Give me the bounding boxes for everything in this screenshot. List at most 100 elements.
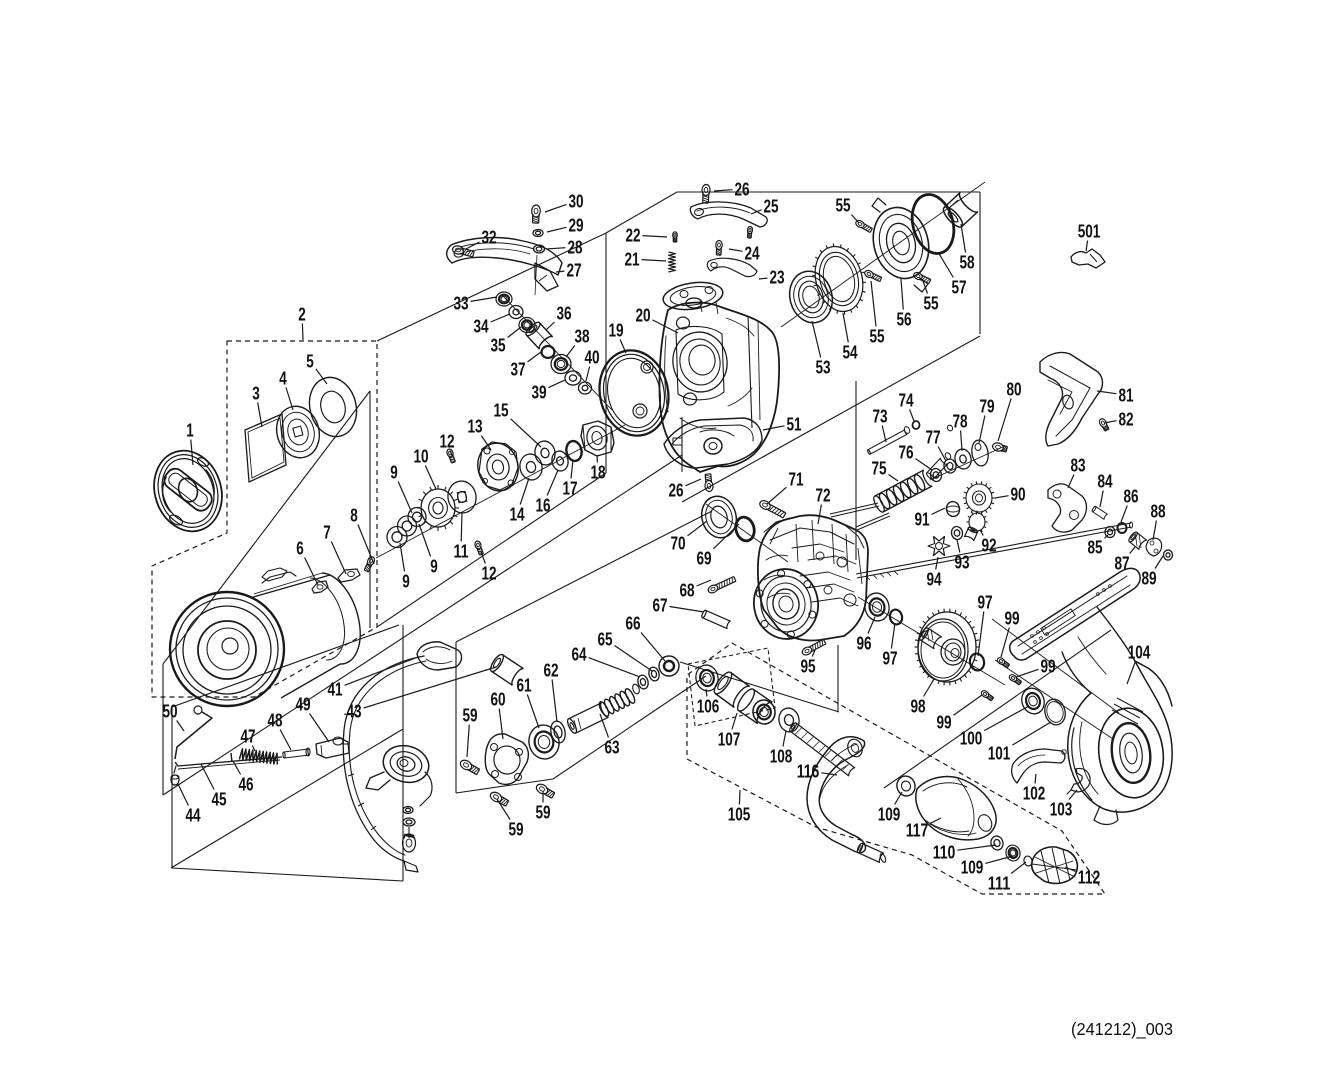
svg-text:18: 18 <box>590 462 605 483</box>
svg-text:59: 59 <box>508 819 523 840</box>
svg-text:104: 104 <box>1128 642 1151 663</box>
svg-text:64: 64 <box>571 644 587 665</box>
svg-text:112: 112 <box>1078 867 1101 888</box>
svg-text:54: 54 <box>842 342 858 363</box>
svg-text:24: 24 <box>744 243 760 264</box>
svg-text:10: 10 <box>413 446 428 467</box>
svg-text:88: 88 <box>1150 501 1165 522</box>
svg-text:51: 51 <box>786 414 801 435</box>
svg-text:111: 111 <box>988 873 1011 894</box>
svg-text:92: 92 <box>981 535 996 556</box>
svg-text:27: 27 <box>566 260 581 281</box>
svg-text:75: 75 <box>871 458 886 479</box>
svg-text:97: 97 <box>882 648 897 669</box>
svg-text:100: 100 <box>960 728 983 749</box>
svg-text:76: 76 <box>898 442 913 463</box>
svg-text:30: 30 <box>568 191 583 212</box>
svg-text:68: 68 <box>679 580 694 601</box>
svg-text:61: 61 <box>516 675 531 696</box>
svg-text:83: 83 <box>1070 455 1085 476</box>
svg-text:44: 44 <box>185 805 201 826</box>
svg-text:56: 56 <box>896 309 911 330</box>
svg-text:4: 4 <box>279 368 287 389</box>
svg-text:50: 50 <box>162 701 177 722</box>
svg-text:70: 70 <box>670 533 685 554</box>
svg-text:80: 80 <box>1006 379 1021 400</box>
svg-text:67: 67 <box>652 595 667 616</box>
svg-text:53: 53 <box>815 357 830 378</box>
svg-text:63: 63 <box>604 737 619 758</box>
svg-text:101: 101 <box>988 743 1011 764</box>
svg-text:15: 15 <box>493 400 508 421</box>
svg-text:72: 72 <box>815 485 830 506</box>
svg-text:17: 17 <box>562 478 577 499</box>
svg-text:103: 103 <box>1050 799 1073 820</box>
svg-text:47: 47 <box>240 726 255 747</box>
svg-text:59: 59 <box>535 802 550 823</box>
svg-text:109: 109 <box>878 804 901 825</box>
svg-text:99: 99 <box>936 712 951 733</box>
svg-text:48: 48 <box>267 710 282 731</box>
svg-text:97: 97 <box>977 592 992 613</box>
svg-text:86: 86 <box>1123 486 1138 507</box>
svg-text:87: 87 <box>1114 553 1129 574</box>
svg-text:57: 57 <box>951 277 966 298</box>
svg-text:96: 96 <box>856 633 871 654</box>
svg-text:55: 55 <box>835 195 850 216</box>
svg-text:71: 71 <box>788 469 803 490</box>
svg-text:82: 82 <box>1118 409 1133 430</box>
svg-text:41: 41 <box>327 679 342 700</box>
svg-text:55: 55 <box>923 293 938 314</box>
svg-text:117: 117 <box>906 820 929 841</box>
svg-text:16: 16 <box>535 495 550 516</box>
svg-text:6: 6 <box>296 538 304 559</box>
svg-text:116: 116 <box>797 761 820 782</box>
svg-text:501: 501 <box>1078 221 1101 242</box>
svg-text:28: 28 <box>567 237 582 258</box>
svg-text:74: 74 <box>898 390 914 411</box>
svg-text:110: 110 <box>933 842 956 863</box>
svg-text:66: 66 <box>625 613 640 634</box>
svg-text:59: 59 <box>462 705 477 726</box>
svg-text:99: 99 <box>1004 608 1019 629</box>
svg-text:91: 91 <box>914 509 929 530</box>
svg-text:39: 39 <box>531 382 546 403</box>
svg-text:62: 62 <box>543 660 558 681</box>
svg-text:106: 106 <box>697 696 720 717</box>
svg-text:45: 45 <box>211 789 226 810</box>
svg-text:7: 7 <box>323 522 331 543</box>
svg-text:11: 11 <box>453 541 468 562</box>
svg-text:37: 37 <box>510 359 525 380</box>
svg-text:20: 20 <box>635 305 650 326</box>
svg-text:93: 93 <box>954 552 969 573</box>
svg-text:12: 12 <box>439 431 454 452</box>
svg-text:102: 102 <box>1023 783 1046 804</box>
svg-text:89: 89 <box>1141 568 1156 589</box>
svg-text:58: 58 <box>959 252 974 273</box>
svg-text:79: 79 <box>979 396 994 417</box>
svg-text:35: 35 <box>490 335 505 356</box>
svg-text:8: 8 <box>350 505 358 526</box>
svg-text:73: 73 <box>872 406 887 427</box>
svg-text:9: 9 <box>390 462 398 483</box>
svg-text:26: 26 <box>668 480 683 501</box>
svg-text:34: 34 <box>473 316 489 337</box>
svg-text:94: 94 <box>926 569 942 590</box>
svg-text:12: 12 <box>481 563 496 584</box>
svg-text:84: 84 <box>1097 471 1113 492</box>
svg-text:77: 77 <box>925 427 940 448</box>
svg-text:14: 14 <box>509 504 525 525</box>
svg-text:25: 25 <box>763 196 778 217</box>
svg-text:85: 85 <box>1087 537 1102 558</box>
svg-text:22: 22 <box>625 225 640 246</box>
svg-text:5: 5 <box>306 351 314 372</box>
svg-text:69: 69 <box>696 548 711 569</box>
svg-text:13: 13 <box>467 416 482 437</box>
svg-text:32: 32 <box>481 227 496 248</box>
svg-text:9: 9 <box>430 556 438 577</box>
svg-text:3: 3 <box>252 383 260 404</box>
svg-text:29: 29 <box>568 215 583 236</box>
svg-text:33: 33 <box>453 293 468 314</box>
svg-text:9: 9 <box>402 571 410 592</box>
svg-text:109: 109 <box>961 857 984 878</box>
